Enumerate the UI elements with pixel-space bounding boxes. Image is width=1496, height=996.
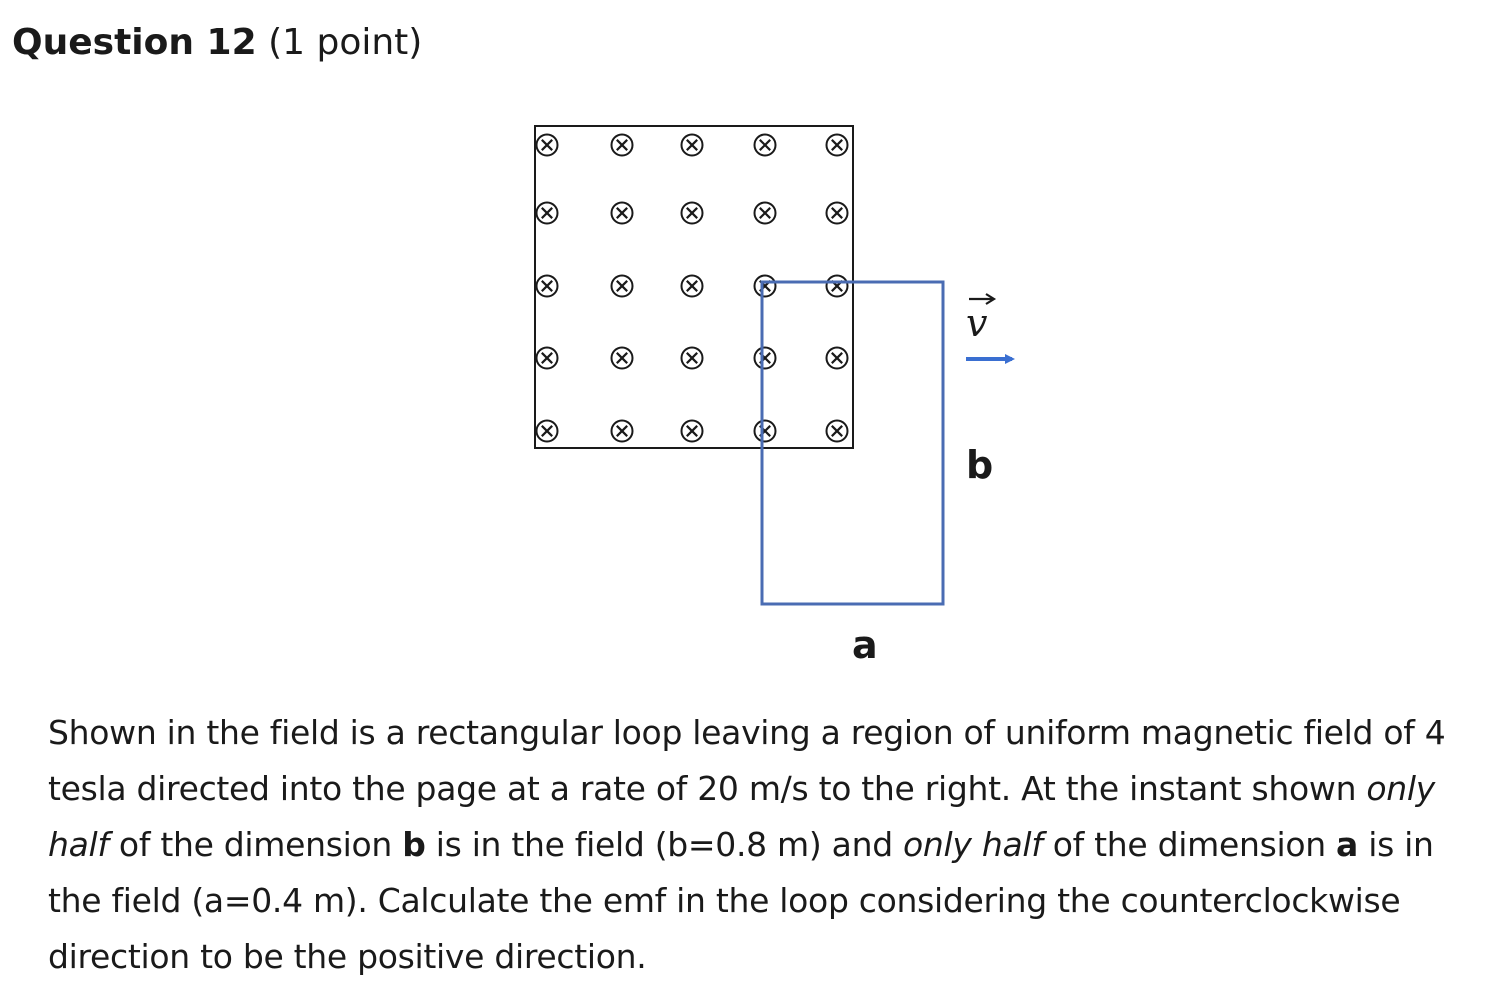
cross-into-page-icon	[753, 201, 777, 225]
velocity-symbol: v	[966, 301, 988, 345]
question-title: Question 12	[12, 22, 257, 63]
cross-into-page-icon	[680, 419, 704, 443]
dimension-b-label: b	[966, 443, 993, 487]
field-symbols-grid	[535, 133, 849, 443]
question-header: Question 12 (1 point)	[12, 18, 422, 68]
cross-into-page-icon	[610, 133, 634, 157]
text-segment: Shown in the field is a rectangular loop…	[48, 713, 1446, 808]
cross-into-page-icon	[610, 419, 634, 443]
emphasis-only-half: only half	[48, 769, 1436, 864]
field-region	[534, 125, 854, 449]
emphasis-only-half: only half	[903, 825, 1043, 864]
cross-into-page-icon	[680, 346, 704, 370]
text-segment: of the dimension	[108, 825, 403, 864]
text-segment: is in the field (b=0.8 m) and	[425, 825, 904, 864]
cross-into-page-icon	[753, 419, 777, 443]
cross-into-page-icon	[535, 201, 559, 225]
magnetic-field-figure: v b a	[534, 125, 1015, 667]
velocity-label: v	[966, 293, 997, 345]
cross-into-page-icon	[825, 346, 849, 370]
cross-into-page-icon	[535, 133, 559, 157]
cross-into-page-icon	[753, 274, 777, 298]
cross-into-page-icon	[610, 346, 634, 370]
question-points: (1 point)	[268, 22, 423, 63]
cross-into-page-icon	[825, 274, 849, 298]
cross-into-page-icon	[610, 274, 634, 298]
bold-dimension-a: a	[1336, 825, 1359, 864]
cross-into-page-icon	[753, 346, 777, 370]
rectangular-loop	[760, 280, 945, 606]
cross-into-page-icon	[825, 419, 849, 443]
dimension-a-label: a	[852, 623, 878, 667]
cross-into-page-icon	[825, 201, 849, 225]
cross-into-page-icon	[825, 133, 849, 157]
cross-into-page-icon	[535, 346, 559, 370]
bold-dimension-b: b	[402, 825, 426, 864]
cross-into-page-icon	[535, 274, 559, 298]
cross-into-page-icon	[680, 201, 704, 225]
question-text: Shown in the field is a rectangular loop…	[48, 705, 1488, 985]
cross-into-page-icon	[535, 419, 559, 443]
text-segment: is in the field (a=0.4 m). Calculate the…	[48, 825, 1434, 976]
cross-into-page-icon	[680, 133, 704, 157]
vector-hat-arrowhead-icon	[985, 293, 997, 305]
cross-into-page-icon	[680, 274, 704, 298]
cross-into-page-icon	[610, 201, 634, 225]
cross-into-page-icon	[753, 133, 777, 157]
question-paragraph: Shown in the field is a rectangular loop…	[48, 705, 1488, 985]
text-segment: of the dimension	[1042, 825, 1337, 864]
